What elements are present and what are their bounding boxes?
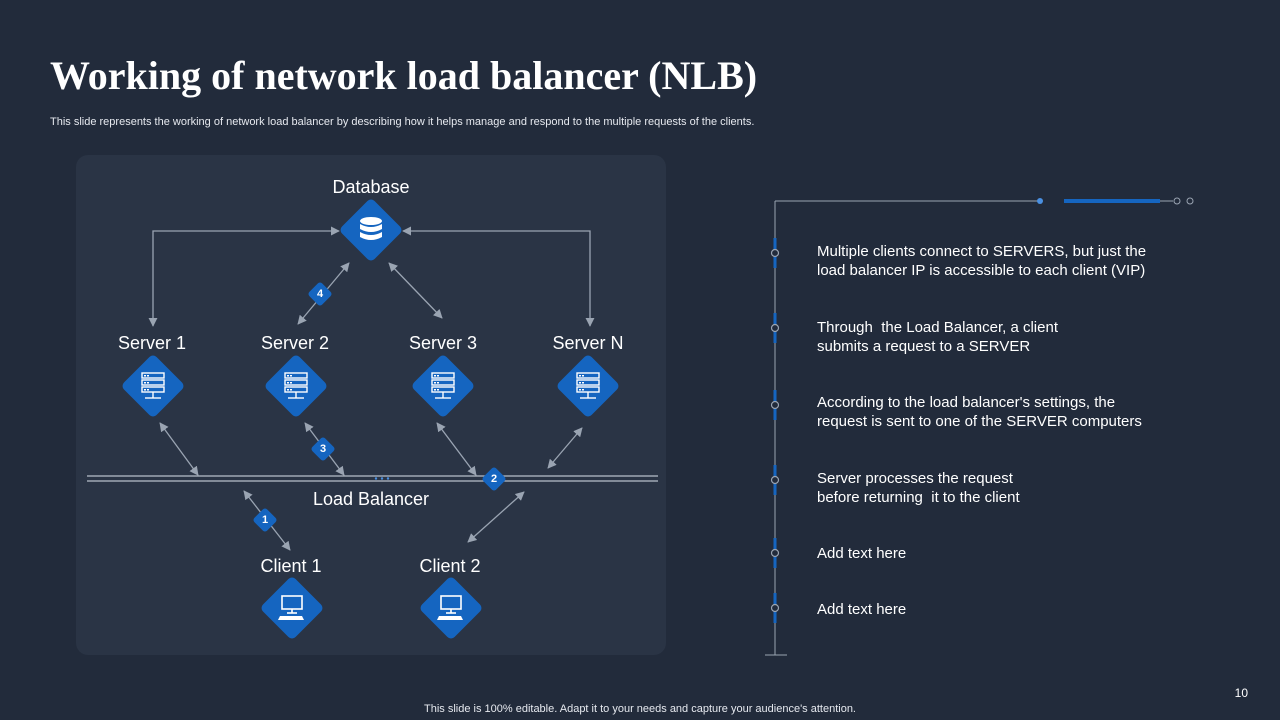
- db-serverN-connector: [402, 226, 595, 327]
- step-line: Multiple clients connect to SERVERS, but…: [817, 243, 1147, 260]
- step-line: Add text here: [817, 601, 907, 618]
- client-2-node[interactable]: [418, 575, 484, 641]
- server1-lb-arrow: [159, 422, 199, 476]
- step-item: According to the load balancer's setting…: [817, 393, 1142, 431]
- database-label: Database: [332, 177, 410, 197]
- server-label: Server 3: [408, 333, 478, 353]
- database-node[interactable]: [338, 197, 404, 263]
- timeline-dot: [770, 323, 780, 333]
- timeline-dot: [770, 548, 780, 558]
- timeline-dot: [770, 400, 780, 410]
- database-icon: [360, 217, 382, 240]
- db-server1-connector: [148, 226, 340, 327]
- server-label: Server N: [552, 333, 624, 353]
- server-rack-icon: [431, 372, 455, 399]
- steps-timeline: [765, 197, 1194, 656]
- page-number: 10: [1234, 686, 1248, 700]
- load-balancer-label: Load Balancer: [312, 489, 430, 509]
- server-rack-icon: [141, 372, 165, 399]
- footer-note: This slide is 100% editable. Adapt it to…: [424, 703, 856, 715]
- serverN-lb-arrow: [547, 427, 583, 469]
- slide-subtitle: This slide represents the working of net…: [50, 116, 755, 128]
- step-item: Server processes the request before retu…: [817, 469, 1020, 507]
- step-line: Server processes the request: [817, 470, 1013, 487]
- step-line: Through the Load Balancer, a client: [817, 319, 1058, 336]
- server-1-node[interactable]: [120, 353, 186, 419]
- load-balancer-bus: [87, 475, 658, 482]
- server-label: Server 2: [260, 333, 330, 353]
- client-label: Client 2: [419, 556, 481, 576]
- step-line: load balancer IP is accessible to each c…: [817, 262, 1146, 279]
- slide-title: Working of network load balancer (NLB): [50, 53, 758, 98]
- client-1-node[interactable]: [259, 575, 325, 641]
- step-item: Through the Load Balancer, a client subm…: [817, 318, 1058, 356]
- server-3-node[interactable]: [410, 353, 476, 419]
- server-2-node[interactable]: [263, 353, 329, 419]
- computer-icon: [278, 595, 304, 620]
- step-line: before returning it to the client: [817, 489, 1020, 506]
- timeline-dot: [770, 475, 780, 485]
- step-line: According to the load balancer's setting…: [817, 394, 1116, 411]
- server-rack-icon: [284, 372, 308, 399]
- step-item: Multiple clients connect to SERVERS, but…: [817, 242, 1146, 280]
- client2-lb-arrow: [467, 491, 525, 543]
- timeline-dot: [770, 603, 780, 613]
- server-n-node[interactable]: [555, 353, 621, 419]
- client-label: Client 1: [260, 556, 322, 576]
- server-rack-icon: [576, 372, 600, 399]
- timeline-dot: [770, 248, 780, 258]
- computer-icon: [437, 595, 463, 620]
- server3-lb-arrow: [436, 422, 477, 476]
- server-label: Server 1: [117, 333, 187, 353]
- db-server3-arrow: [388, 262, 443, 319]
- step-line: request is sent to one of the SERVER com…: [817, 413, 1142, 430]
- step-item: Add text here: [817, 544, 906, 563]
- step-line: Add text here: [817, 545, 907, 562]
- step-line: submits a request to a SERVER: [817, 338, 1031, 355]
- step-item: Add text here: [817, 600, 906, 619]
